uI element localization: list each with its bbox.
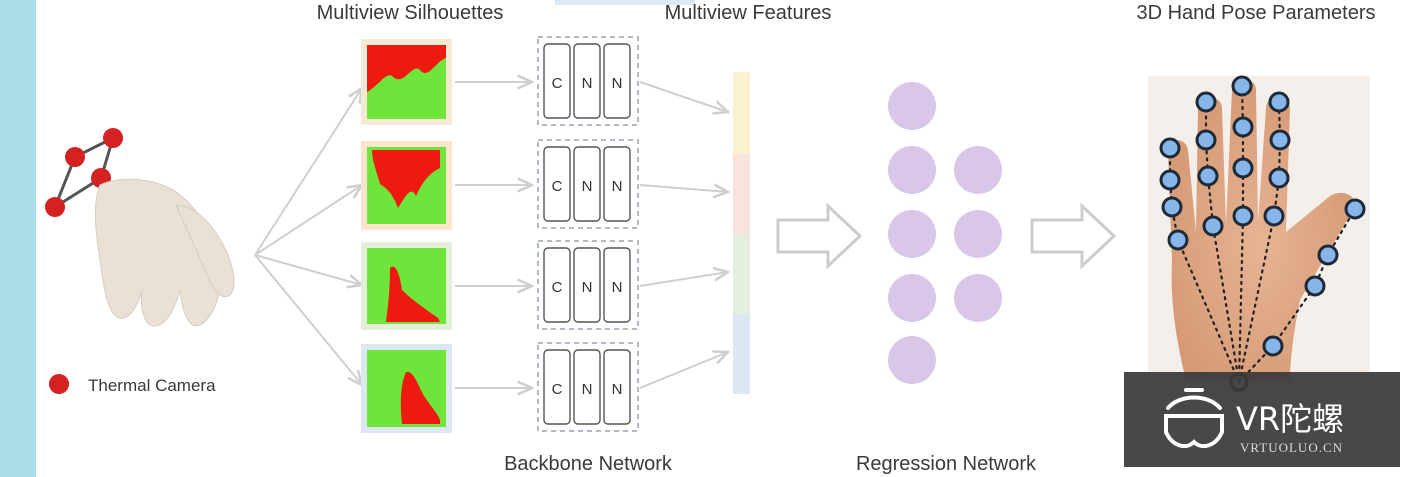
hand-joint (1268, 167, 1290, 189)
hand-joint (1161, 196, 1183, 218)
finger-bone-link (1237, 84, 1245, 384)
regression-node (888, 336, 936, 384)
hand-joint (1167, 229, 1189, 251)
cnn-layer (573, 43, 601, 119)
label-regression-network: Regression Network (856, 453, 1037, 475)
feature-vector (733, 72, 750, 394)
legend-thermal-camera: Thermal Camera (88, 376, 216, 395)
thermal-camera-icon (65, 147, 85, 167)
hand-joint (1317, 244, 1339, 266)
cnn-layer-letter: N (612, 178, 623, 195)
cnn-layer (543, 247, 571, 323)
hand-joint (1262, 335, 1284, 357)
silhouette-to-backbone-arrows (455, 82, 532, 388)
hand-joint (1263, 205, 1285, 227)
cnn-layer-letter: N (582, 75, 593, 92)
feature-band-1 (733, 72, 750, 154)
cnn-layer-letter: C (552, 75, 563, 92)
label-backbone-network: Backbone Network (504, 453, 673, 475)
hand-illustration (94, 178, 235, 327)
cnn-layer (573, 349, 601, 425)
hand-photo (1167, 79, 1355, 380)
thermal-camera-icon (49, 374, 69, 394)
watermark: VR陀螺 VRTUOLUO.CN (1124, 372, 1400, 467)
hollow-arrow-to-pose (1030, 202, 1117, 270)
hand-joint (1304, 275, 1326, 297)
cnn-layer-letter: N (612, 279, 623, 296)
thermal-camera-icon (103, 128, 123, 148)
feature-band-4 (733, 314, 750, 394)
backbone-to-features-arrows (639, 81, 728, 389)
cnn-layer-letter: N (612, 75, 623, 92)
cnn-layer-letter: N (612, 381, 623, 398)
cnn-block-frame (537, 342, 639, 432)
cnn-layer (543, 349, 571, 425)
cnn-layer-letter: C (552, 279, 563, 296)
regression-node (888, 274, 936, 322)
silhouette-view-1 (361, 39, 452, 125)
cnn-layer-letter: N (582, 381, 593, 398)
regression-node (954, 274, 1002, 322)
cnn-block-frame (537, 240, 639, 330)
cnn-layer (573, 247, 601, 323)
feature-band-2 (733, 154, 750, 234)
backbone-blocks: C N N C N N C N N C N N (537, 36, 639, 432)
hand-joint (1268, 91, 1290, 113)
hand-joint (1197, 165, 1219, 187)
feature-band-3 (733, 234, 750, 314)
finger-bone-link (1204, 100, 1241, 384)
hand-joint (1231, 75, 1253, 97)
cnn-layer-letter: N (582, 178, 593, 195)
cnn-layer (603, 146, 631, 222)
cnn-layer (603, 43, 631, 119)
hollow-arrow-to-regression (776, 202, 863, 270)
cnn-block-frame (537, 36, 639, 126)
regression-node (888, 210, 936, 258)
regression-node (888, 82, 936, 130)
cnn-layer-letter: C (552, 178, 563, 195)
silhouette-view-2 (361, 141, 452, 230)
regression-node (954, 210, 1002, 258)
cnn-block-frame (537, 139, 639, 229)
watermark-url: VRTUOLUO.CN (1240, 440, 1343, 455)
hand-joint (1195, 129, 1217, 151)
cnn-layer (603, 349, 631, 425)
hand-joint (1232, 157, 1254, 179)
silhouette-view-4 (361, 344, 452, 433)
cnn-layer (543, 43, 571, 119)
regression-node (954, 146, 1002, 194)
cnn-layer (603, 247, 631, 323)
heading-multiview-silhouettes: Multiview Silhouettes (317, 2, 504, 24)
top-edge-hint (555, 0, 695, 5)
cnn-layer (573, 146, 601, 222)
hand-joint (1344, 198, 1366, 220)
regression-node (888, 146, 936, 194)
hand-joint (1269, 129, 1291, 151)
hand-joint (1159, 169, 1181, 191)
hand-joint (1232, 116, 1254, 138)
finger-bone-link (1237, 207, 1357, 384)
heading-multiview-features: Multiview Features (665, 2, 832, 24)
fan-out-arrows (254, 88, 362, 385)
cnn-layer-letter: N (582, 279, 593, 296)
cnn-layer (543, 146, 571, 222)
hand-joint (1195, 91, 1217, 113)
watermark-brand: VR陀螺 (1236, 400, 1344, 438)
silhouette-view-3 (361, 242, 452, 330)
hand-joint (1202, 215, 1224, 237)
hand-joint (1232, 205, 1254, 227)
heading-3d-hand-pose-parameters: 3D Hand Pose Parameters (1136, 2, 1375, 24)
left-edge-strip (0, 0, 36, 477)
regression-network (888, 82, 1002, 384)
finger-bone-link (1237, 100, 1282, 384)
cnn-layer-letter: C (552, 381, 563, 398)
hand-joint (1159, 137, 1181, 159)
vr-headset-logo-icon (1164, 388, 1224, 449)
thermal-camera-icon (45, 197, 65, 217)
